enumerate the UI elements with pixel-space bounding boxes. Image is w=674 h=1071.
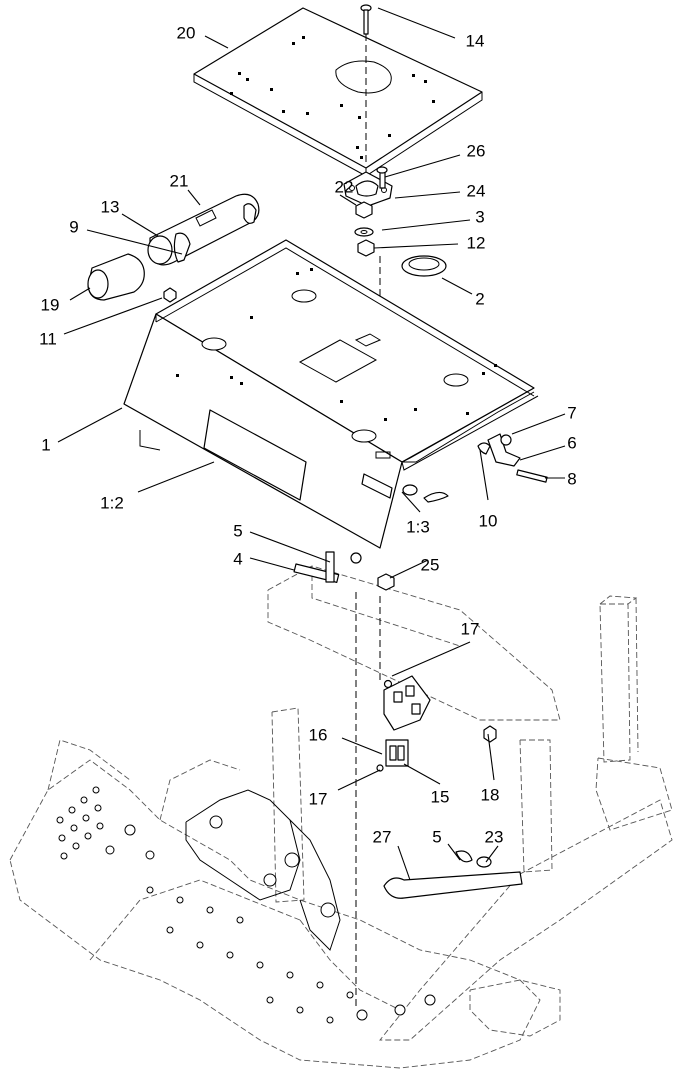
callout-label-c1_2: 1:2 (100, 493, 124, 512)
callout-label-c1_3: 1:3 (406, 517, 430, 536)
leader-line-c5a (249, 531, 331, 563)
decal-1-2 (203, 409, 307, 501)
nut-25 (377, 573, 395, 591)
isolator-mount (343, 166, 393, 207)
nut-12 (357, 239, 375, 257)
leader-line-c12 (373, 243, 459, 249)
leader-line-c1 (57, 407, 123, 443)
linkage-rod-27 (383, 850, 523, 899)
callout-label-c26: 26 (467, 141, 486, 160)
seat-support-panel (123, 239, 539, 549)
hairpin-clip (423, 491, 449, 503)
callout-label-c9: 9 (69, 217, 78, 236)
leader-line-c1_2 (137, 461, 215, 493)
tractor-frame (9, 565, 673, 1069)
callout-label-c14: 14 (466, 31, 485, 50)
leader-line-c4 (249, 557, 295, 571)
leader-line-c19 (69, 287, 91, 301)
callout-label-c5a: 5 (233, 521, 242, 540)
washer (402, 484, 418, 496)
switch-15 (376, 739, 409, 772)
callout-label-c19: 19 (41, 295, 60, 314)
leader-line-c6 (519, 445, 566, 461)
callout-label-c11: 11 (39, 329, 57, 348)
callout-label-c10: 10 (479, 511, 498, 530)
leader-line-c18 (487, 733, 495, 781)
bolt-14 (360, 4, 372, 35)
callout-label-c8: 8 (567, 469, 576, 488)
leader-line-c14 (377, 7, 456, 39)
seat-plate-slots (230, 36, 435, 159)
callout-label-c20: 20 (177, 23, 196, 42)
callout-label-c22: 22 (335, 177, 354, 196)
callout-label-c12: 12 (467, 233, 486, 252)
latch-assembly (477, 433, 548, 483)
canister-assembly (87, 193, 260, 301)
grommet-2 (401, 255, 447, 277)
screw-11 (163, 287, 177, 303)
callout-label-c17a: 17 (461, 619, 480, 638)
callout-label-c6: 6 (567, 433, 576, 452)
frame-hole-pattern (56, 786, 436, 1024)
leader-line-c7 (511, 413, 566, 435)
callout-label-c7: 7 (567, 403, 576, 422)
leader-line-c5b (447, 843, 461, 861)
callout-label-c27: 27 (373, 827, 392, 846)
leader-line-c25 (389, 559, 429, 579)
callout-label-c23: 23 (485, 827, 504, 846)
leader-line-c11 (63, 297, 163, 335)
callout-label-c5b: 5 (432, 827, 441, 846)
callout-label-c24: 24 (467, 181, 486, 200)
leader-line-c27 (397, 845, 411, 881)
leader-line-c17a (391, 641, 471, 677)
leader-line-c1_3 (401, 491, 421, 513)
leader-line-c17b (337, 769, 381, 791)
nut-22 (355, 201, 373, 219)
leader-line-c21 (187, 189, 201, 206)
callout-label-c15: 15 (431, 787, 450, 806)
leader-line-c13 (121, 213, 159, 237)
decal-1-3 (361, 473, 393, 499)
nut-18 (483, 725, 497, 743)
leader-line-c26 (384, 154, 461, 178)
seat-plate (193, 7, 483, 177)
callout-label-c2: 2 (475, 289, 484, 308)
leader-line-c2 (441, 277, 473, 295)
leader-line-c23 (485, 845, 499, 863)
leader-line-c16 (341, 737, 383, 755)
leader-line-c22 (339, 194, 357, 206)
leader-line-c10 (479, 449, 489, 501)
callout-label-c21: 21 (170, 171, 189, 190)
callout-label-c13: 13 (101, 197, 120, 216)
callout-label-c18: 18 (481, 785, 500, 804)
callout-label-c25: 25 (421, 555, 440, 574)
leader-line-c9 (86, 229, 183, 255)
leader-line-c20 (204, 35, 229, 49)
leader-line-c15 (403, 763, 441, 785)
leader-line-c3 (381, 219, 471, 231)
switch-assembly (383, 675, 431, 731)
hinge-pin (293, 551, 362, 584)
callout-label-c4: 4 (233, 549, 242, 568)
callout-label-c16: 16 (309, 725, 328, 744)
leader-line-c24 (394, 191, 461, 199)
callout-label-c1: 1 (41, 435, 50, 454)
callout-label-c17b: 17 (309, 789, 328, 808)
callout-label-c3: 3 (475, 207, 484, 226)
